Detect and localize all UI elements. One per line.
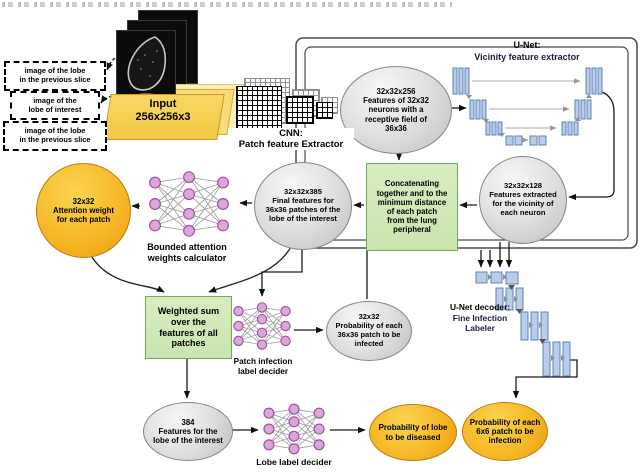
callout-previous-slice-top: image of the lobe in the previous slice xyxy=(4,61,106,91)
node-text: Probability of lobe to be diseased xyxy=(378,423,448,442)
unet-level-arrows xyxy=(466,94,592,137)
node-text: 32x32 Probability of each 36x36 patch to… xyxy=(335,312,403,348)
unet-decoder-diagram xyxy=(475,271,571,377)
node-fine-probability: Probability of each 6x6 patch to be infe… xyxy=(462,402,548,461)
unet-subtitle: Vicinity feature extractor xyxy=(474,52,580,62)
concatenate-box: Concatenating together and to the minimu… xyxy=(366,163,458,251)
node-text: 32x32x256 Features of 32x32 neurons with… xyxy=(363,87,429,133)
cnn-grid-medium xyxy=(286,96,314,124)
callout-lobe-of-interest: image of the lobe of interest xyxy=(10,91,100,120)
weighted-sum-box: Weighted sum over the features of all pa… xyxy=(145,296,232,359)
lung-lobe-image xyxy=(127,36,167,98)
cropped-caption-fragment xyxy=(2,2,452,7)
decoder-down-arrows xyxy=(508,285,546,344)
callout-label: image of the lobe of interest xyxy=(28,95,82,114)
cnn-grid-small xyxy=(316,102,333,119)
node-text: 32x32 Attention weight for each patch xyxy=(52,196,115,225)
callout-label: image of the lobe in the previous slice xyxy=(19,66,91,84)
node-features-384: 384 Features for the lobe of the interes… xyxy=(143,402,233,461)
bounded-attention-nn-icon xyxy=(149,171,229,237)
node-features-256: 32x32x256 Features of 32x32 neurons with… xyxy=(340,66,452,154)
decoder-subtitle: Fine Infection Labeler xyxy=(452,313,508,333)
box-text: Weighted sum over the features of all pa… xyxy=(157,306,220,349)
box-text: Concatenating together and to the minimu… xyxy=(376,179,448,235)
node-attention-weight: 32x32 Attention weight for each patch xyxy=(36,163,131,258)
flow-arrows xyxy=(89,91,615,434)
node-text: Probability of each 6x6 patch to be infe… xyxy=(469,417,541,446)
node-text: 384 Features for the lobe of the interes… xyxy=(153,417,223,446)
decoder-step-arrows xyxy=(488,274,565,361)
unet-skip-arrows xyxy=(472,78,581,143)
node-text: 32x32x385 Final features for 36x36 patch… xyxy=(265,187,341,223)
lobe-label-decider-label: Lobe label decider xyxy=(256,457,332,467)
patch-infection-nn-icon xyxy=(233,302,291,350)
patch-infection-label: Patch infection label decider xyxy=(233,357,293,376)
decoder-title: U-Net decoder: xyxy=(449,302,511,312)
input-label: Input 256x256x3 xyxy=(135,98,191,123)
cnn-label: CNN: Patch feature Extractor xyxy=(228,128,354,151)
node-text: 32x32x128 Features extracted for the vic… xyxy=(489,181,557,217)
cnn-grid-large xyxy=(236,86,282,132)
node-lobe-probability: Probability of lobe to be diseased xyxy=(369,404,457,461)
lobe-label-nn-icon xyxy=(263,403,325,455)
callout-label: image of the lobe in the previous slice xyxy=(19,126,91,144)
unet-title: U-Net: xyxy=(513,40,541,50)
node-features-385: 32x32x385 Final features for 36x36 patch… xyxy=(254,162,352,250)
ct-slice-front xyxy=(116,30,176,104)
unet-encoder-diagram xyxy=(452,67,603,146)
callout-previous-slice-bottom: image of the lobe in the previous slice xyxy=(3,121,107,151)
bounded-attention-label: Bounded attention weights calculator xyxy=(147,242,227,263)
node-features-128: 32x32x128 Features extracted for the vic… xyxy=(479,156,567,244)
node-patch-probability: 32x32 Probability of each 36x36 patch to… xyxy=(326,301,412,361)
